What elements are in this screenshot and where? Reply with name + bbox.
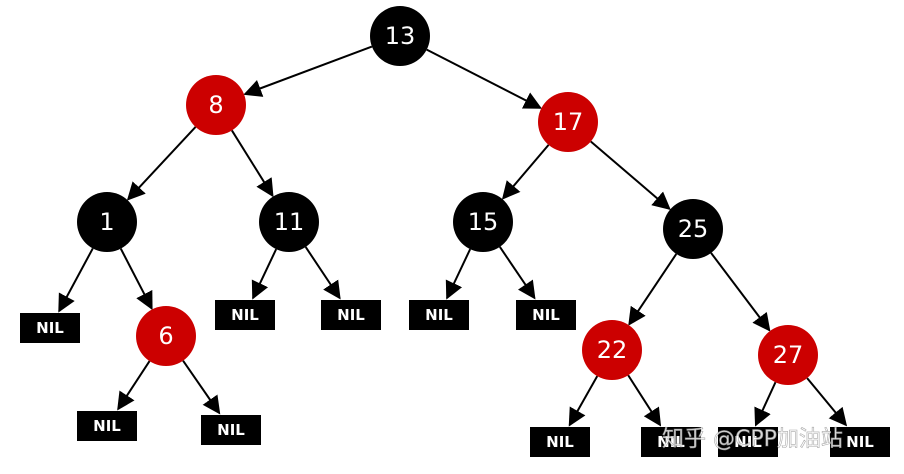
black-node-circle <box>453 192 513 252</box>
nil-leaf-nil11: NIL <box>830 427 890 457</box>
tree-node-n6: 6 <box>136 306 196 366</box>
node-label: 17 <box>553 108 584 136</box>
edge-n1-nil1 <box>58 247 94 313</box>
edge-n6-nil3 <box>182 360 221 415</box>
nil-label: NIL <box>846 433 874 451</box>
nil-box <box>530 427 590 457</box>
nil-label: NIL <box>217 421 245 439</box>
nil-label: NIL <box>93 417 121 435</box>
edges-layer <box>58 45 848 427</box>
node-label: 25 <box>678 215 709 243</box>
node-label: 22 <box>597 336 628 364</box>
nil-label: NIL <box>425 306 453 324</box>
red-node-circle <box>582 320 642 380</box>
black-node-circle <box>259 192 319 252</box>
edge-n11-nil4 <box>251 248 278 300</box>
nil-box <box>641 427 701 457</box>
nil-box <box>321 300 381 330</box>
nil-label: NIL <box>657 433 685 451</box>
tree-node-n15: 15 <box>453 192 513 252</box>
tree-node-n8: 8 <box>186 75 246 135</box>
edge-n17-n25 <box>590 140 671 211</box>
edge-n22-nil8 <box>568 375 599 427</box>
node-label: 6 <box>158 322 173 350</box>
nil-box <box>718 427 778 457</box>
black-node-circle <box>370 6 430 66</box>
node-label: 1 <box>99 208 114 236</box>
node-label: 15 <box>468 208 499 236</box>
nil-label: NIL <box>734 433 762 451</box>
node-label: 11 <box>274 208 305 236</box>
nil-box <box>201 415 261 445</box>
edge-n25-n22 <box>628 253 678 326</box>
nil-label: NIL <box>231 306 259 324</box>
nil-leaf-nil9: NIL <box>641 427 701 457</box>
nil-leaf-nil10: NIL <box>718 427 778 457</box>
edge-n15-nil7 <box>498 246 536 300</box>
nil-box <box>20 313 80 343</box>
red-node-circle <box>538 92 598 152</box>
edge-n25-n27 <box>710 252 771 332</box>
nil-leaf-nil8: NIL <box>530 427 590 457</box>
nil-box <box>409 300 469 330</box>
edge-n6-nil2 <box>117 360 151 411</box>
tree-node-n27: 27 <box>758 325 818 385</box>
nil-box <box>830 427 890 457</box>
red-node-circle <box>186 75 246 135</box>
node-label: 27 <box>773 341 804 369</box>
node-label: 13 <box>385 22 416 50</box>
nil-label: NIL <box>337 306 365 324</box>
black-node-circle <box>77 192 137 252</box>
tree-node-n11: 11 <box>259 192 319 252</box>
edge-n27-nil11 <box>806 377 848 427</box>
nil-label: NIL <box>546 433 574 451</box>
edge-n1-n6 <box>119 248 153 311</box>
node-label: 8 <box>208 91 223 119</box>
watermark-text: 知乎 @CPP加油站 <box>662 427 843 452</box>
edge-n15-nil6 <box>445 248 472 300</box>
tree-node-n25: 25 <box>663 199 723 259</box>
edge-n17-n15 <box>501 144 550 200</box>
red-node-circle <box>136 306 196 366</box>
edge-n13-n8 <box>243 45 373 97</box>
black-node-circle <box>663 199 723 259</box>
nil-leaf-nil3: NIL <box>201 415 261 445</box>
nil-leaf-nil2: NIL <box>77 411 137 441</box>
nil-leaf-nil5: NIL <box>321 300 381 330</box>
tree-node-n17: 17 <box>538 92 598 152</box>
red-node-circle <box>758 325 818 385</box>
nil-label: NIL <box>36 319 64 337</box>
nil-box <box>77 411 137 441</box>
nil-leaf-nil4: NIL <box>215 300 275 330</box>
nil-leaf-nil7: NIL <box>516 300 576 330</box>
nil-leaf-nil1: NIL <box>20 313 80 343</box>
edge-n13-n17 <box>426 48 543 109</box>
nil-leaf-nil6: NIL <box>409 300 469 330</box>
tree-node-n13: 13 <box>370 6 430 66</box>
edge-n11-nil5 <box>304 246 341 300</box>
nil-box <box>516 300 576 330</box>
edge-n27-nil10 <box>754 381 777 427</box>
edge-n8-n11 <box>231 129 274 198</box>
edge-n8-n1 <box>126 126 197 201</box>
tree-node-n22: 22 <box>582 320 642 380</box>
nil-label: NIL <box>532 306 560 324</box>
edge-n22-nil9 <box>627 374 662 427</box>
nil-box <box>215 300 275 330</box>
tree-node-n1: 1 <box>77 192 137 252</box>
